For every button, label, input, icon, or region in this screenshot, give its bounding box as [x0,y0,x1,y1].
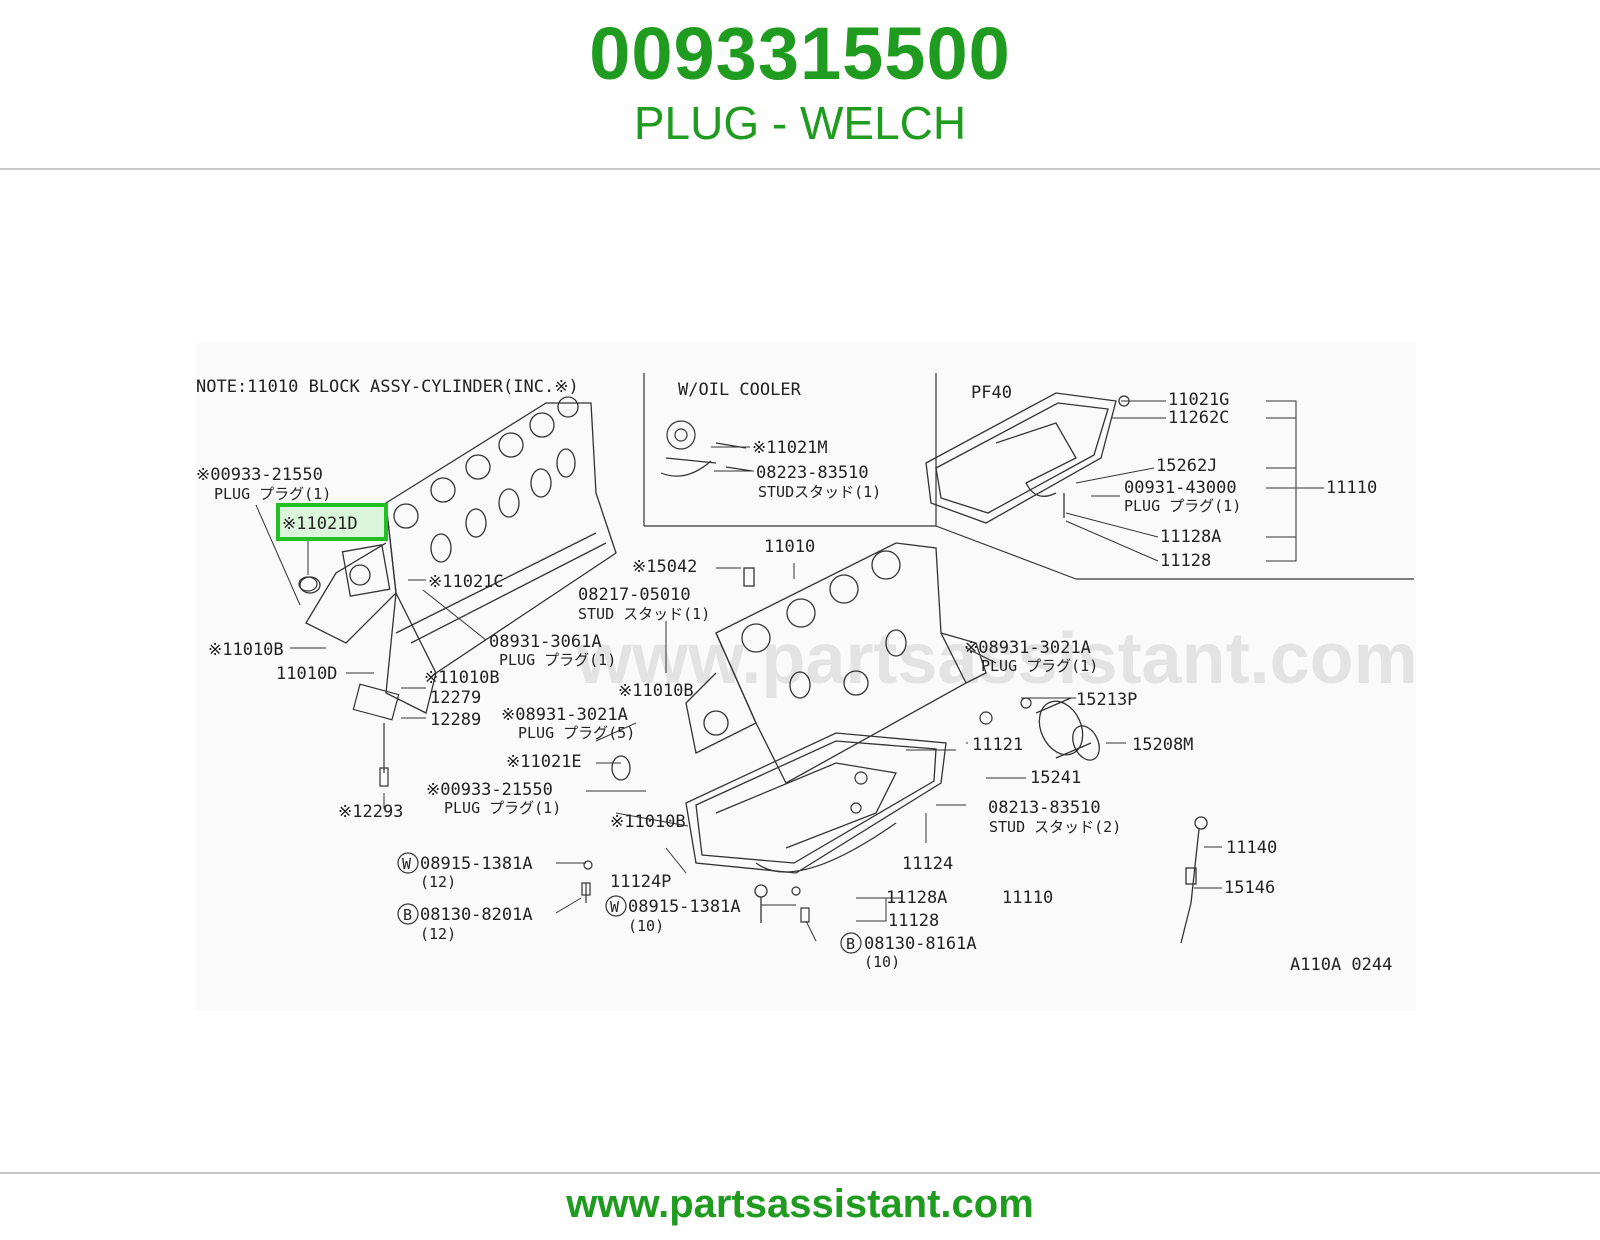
part-label: 08915-1381A [628,897,741,917]
oil-pan-pf40 [925,392,1130,524]
reference-code: A110A 0244 [1290,955,1392,975]
leader-lines [255,400,1324,942]
part-label: ※12293 [338,802,403,822]
part-number: 0093315500 [589,12,1011,95]
part-label: ※11021C [428,572,504,592]
part-label: PLUG プラグ(1) [214,485,331,503]
parts-diagram: www.partsassistant.com [196,343,1416,1011]
engine-block-left [299,396,617,714]
circled-markers [397,852,862,954]
note-text: NOTE:11010 BLOCK ASSY-CYLINDER(INC.※) [196,377,579,397]
part-label: 11010 [764,537,815,557]
part-label: PLUG プラグ(1) [1124,497,1241,515]
part-label: PLUG プラグ(1) [444,799,561,817]
part-label: 15213P [1076,690,1137,710]
part-label: (12) [420,873,456,891]
part-label: ※11010B [618,681,694,701]
part-label: (12) [420,925,456,943]
part-label: PLUG プラグ(1) [499,651,616,669]
part-label: 08915-1381A [420,854,533,874]
part-label: ※00933-21550 [196,465,323,485]
panel-title-oil-cooler: W/OIL COOLER [678,380,802,400]
part-label: ※15042 [632,557,697,577]
part-label: 08931-3061A [489,632,602,652]
part-name: PLUG - WELCH [633,97,967,149]
panel-title-pf40: PF40 [971,383,1012,403]
fasteners [298,576,1032,923]
header-divider [0,168,1600,170]
highlighted-part-label: ※11021D [282,514,358,534]
part-label: (10) [628,917,664,935]
part-label: 11124P [610,872,671,892]
part-label: 11262C [1168,408,1229,428]
part-label: STUD スタッド(2) [989,818,1121,836]
part-label: 11121 [972,735,1023,755]
part-label: ※08931-3021A [501,705,628,725]
part-label: STUDスタッド(1) [758,483,881,501]
part-label: STUD スタッド(1) [578,605,710,623]
highlight-box [276,503,388,541]
part-label: 15262J [1156,456,1217,476]
part-label: PLUG プラグ(1) [981,657,1098,675]
marker-b: B [846,935,855,953]
part-label: ※08931-3021A [964,638,1091,658]
part-label: 11110 [1002,888,1053,908]
part-label: 11140 [1226,838,1277,858]
part-label: ※00933-21550 [426,780,553,800]
page-header: 0093315500 PLUG - WELCH [0,0,1600,168]
part-label: PLUG プラグ(5) [518,724,635,742]
footer-divider [0,1172,1600,1174]
footer-website-link[interactable]: www.partsassistant.com [566,1182,1034,1226]
engine-block-right [611,542,987,784]
part-label: 11128A [886,888,947,908]
oil-cooler-detail [660,420,753,477]
part-label: 11128 [888,911,939,931]
part-label: ※11010B [424,668,500,688]
oil-filter [1035,697,1100,761]
part-label: 08130-8201A [420,905,533,925]
part-label: 15241 [1030,768,1081,788]
part-label: ※11021M [752,438,828,458]
part-label: (10) [864,953,900,971]
part-label: 11010D [276,664,337,684]
panel-lines [643,373,1414,580]
part-label: 15146 [1224,878,1275,898]
part-label: 08217-05010 [578,585,691,605]
part-label: ※11021E [506,752,582,772]
part-label: 11110 [1326,478,1377,498]
part-label: 00931-43000 [1124,478,1237,498]
part-label: 11021G [1168,390,1229,410]
part-label: 08223-83510 [756,463,869,483]
marker-b: B [403,906,412,924]
oil-pan-lower [685,732,947,923]
part-label: 11128 [1160,551,1211,571]
diagram-drawing: www.partsassistant.com [196,373,1416,975]
part-label: 15208M [1132,735,1193,755]
part-label: 12279 [430,688,481,708]
part-label: ※11010B [610,812,686,832]
part-label: 11124 [902,854,953,874]
part-label: 08213-83510 [988,798,1101,818]
marker-w: W [610,898,620,916]
part-label: 12289 [430,710,481,730]
watermark: www.partsassistant.com [575,619,1416,699]
part-label: 08130-8161A [864,934,977,954]
part-label: ※11010B [208,640,284,660]
part-label: 11128A [1160,527,1221,547]
dipstick [1180,816,1208,944]
marker-w: W [402,855,412,873]
